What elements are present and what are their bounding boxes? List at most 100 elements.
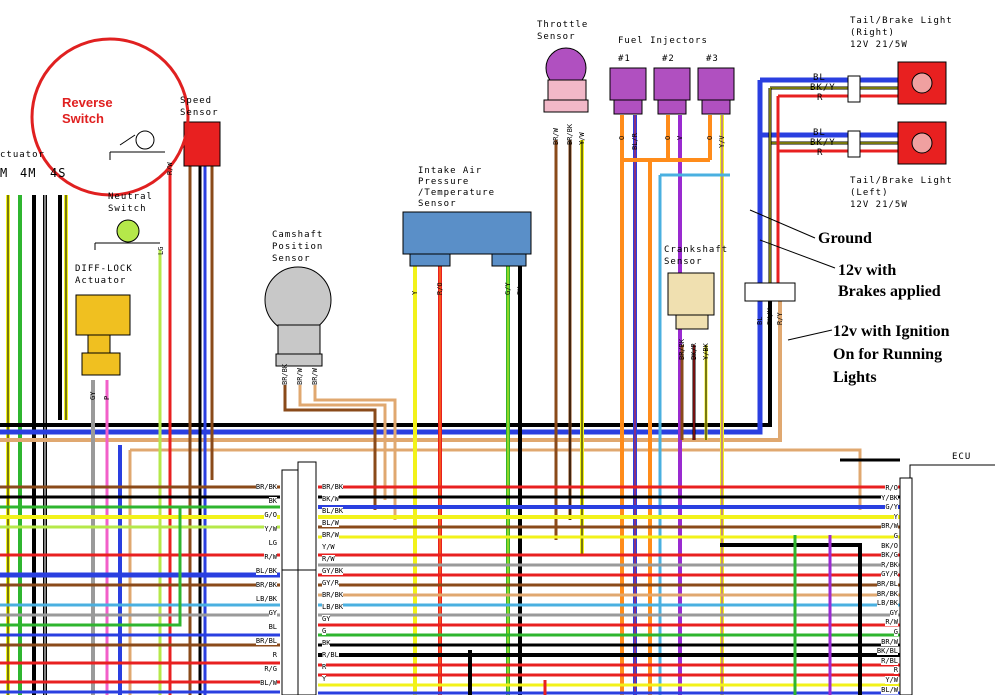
wire-label: GY/R bbox=[881, 570, 898, 579]
wire-label: BR/W bbox=[322, 531, 339, 539]
upper-center-wires bbox=[554, 115, 730, 695]
wire-label: BK bbox=[268, 497, 277, 505]
wire-label: BK bbox=[322, 639, 331, 647]
speed-sensor-body bbox=[183, 121, 221, 167]
wire-label: R bbox=[322, 663, 327, 671]
mode-m: M bbox=[0, 166, 9, 180]
wire-label: R/BL bbox=[881, 656, 898, 665]
wire-label: BK/BL bbox=[876, 647, 898, 656]
center-connector-block bbox=[297, 461, 317, 695]
intake-label-2: Pressure bbox=[418, 177, 470, 187]
injector-1-label: #1 bbox=[618, 54, 631, 64]
intake-wires bbox=[413, 265, 522, 695]
tail-right-line2: (Right) bbox=[850, 28, 895, 38]
wire-label: BK/O bbox=[881, 541, 898, 550]
wire-label: R bbox=[272, 651, 277, 659]
crankshaft-label-2: Sensor bbox=[664, 257, 703, 267]
left-connector-block bbox=[281, 469, 299, 695]
annotation-ground: Ground bbox=[818, 230, 872, 247]
annotation-ignition-2: On for Running bbox=[833, 346, 943, 363]
wire-label: G bbox=[893, 532, 898, 540]
wire-label: BR/BL bbox=[876, 580, 898, 588]
wire-label: GY bbox=[322, 615, 331, 623]
intake-sensor-body bbox=[402, 211, 532, 267]
wire-label: GY bbox=[268, 609, 277, 617]
tail-right-line3: 12V 21/5W bbox=[850, 40, 908, 50]
left-connector-rows bbox=[0, 485, 280, 694]
mode-4s: 4S bbox=[50, 166, 67, 180]
tail-left-line1: Tail/Brake Light bbox=[850, 176, 953, 186]
injector-2-label: #2 bbox=[662, 54, 675, 64]
tail-left-wire-r: R bbox=[817, 148, 824, 158]
tail-left-line2: (Left) bbox=[850, 188, 889, 198]
wire-label: R/O bbox=[885, 484, 898, 492]
tail-left-wire-bky: BK/Y bbox=[810, 138, 836, 148]
neutral-switch-label-1: Neutral bbox=[108, 192, 153, 202]
wire-label: BR/BK bbox=[322, 483, 344, 491]
wire-label: R/W bbox=[885, 618, 898, 627]
annotation-brakes-1: 12v with bbox=[838, 262, 897, 279]
neutral-switch-symbol bbox=[94, 219, 160, 250]
reverse-switch-symbol bbox=[109, 130, 165, 160]
wire-label: BR/BK bbox=[255, 581, 277, 589]
wire-label: R/W bbox=[322, 555, 335, 563]
wire-label: GY bbox=[889, 608, 898, 617]
neutral-switch-label-2: Switch bbox=[108, 204, 147, 214]
actuator-label: ctuator bbox=[0, 150, 45, 160]
actuator-wires bbox=[6, 195, 68, 695]
annotation-ignition-1: 12v with Ignition bbox=[833, 323, 950, 340]
rear-light-connector bbox=[744, 282, 796, 302]
diff-lock-body bbox=[75, 294, 131, 376]
wire-label: BR/BL bbox=[255, 637, 277, 645]
wire-label: BR/BK bbox=[322, 591, 344, 599]
wire-label: BR/BK bbox=[255, 483, 277, 491]
throttle-sensor-body bbox=[543, 47, 589, 113]
wire-label: Y bbox=[893, 512, 898, 521]
wire-label: BL/W bbox=[322, 519, 339, 527]
tail-right-wire-bl: BL bbox=[813, 73, 826, 83]
throttle-label-2: Sensor bbox=[537, 32, 576, 42]
tail-light-harness bbox=[757, 77, 900, 440]
tail-left-wire-bl: BL bbox=[813, 128, 826, 138]
intake-label-4: Sensor bbox=[418, 199, 457, 209]
ecu-label: ECU bbox=[952, 452, 972, 462]
wire-label: R/BK bbox=[881, 560, 898, 569]
wire-label: G bbox=[893, 628, 898, 636]
wire-label: LB/BK bbox=[255, 595, 277, 603]
tail-right-wire-bky: BK/Y bbox=[810, 83, 836, 93]
injector-1-body bbox=[609, 67, 647, 101]
speed-sensor-label-2: Sensor bbox=[180, 108, 219, 118]
wire-label: BL/W bbox=[881, 685, 898, 694]
camshaft-label-3: Sensor bbox=[272, 254, 311, 264]
wire-label: BR/W bbox=[881, 637, 898, 646]
wire-label: Y/W bbox=[264, 525, 277, 533]
wire-label: BR/BK bbox=[876, 589, 898, 598]
injector-2-body bbox=[653, 67, 691, 101]
wire-label: LB/BK bbox=[876, 599, 898, 608]
wire-label: Y bbox=[322, 675, 327, 683]
injector-3-label: #3 bbox=[706, 54, 719, 64]
wire-label: R/W bbox=[264, 553, 277, 561]
camshaft-sensor-body bbox=[264, 266, 332, 367]
crankshaft-wires bbox=[680, 345, 708, 440]
wire-label: GY/R bbox=[322, 579, 339, 587]
ecu-outline bbox=[909, 464, 995, 695]
wire-label: LB/BK bbox=[322, 603, 344, 611]
camshaft-label-2: Position bbox=[272, 242, 324, 252]
tail-right-line1: Tail/Brake Light bbox=[850, 16, 953, 26]
wire-label: BR/W bbox=[881, 522, 898, 531]
camshaft-wires bbox=[283, 385, 397, 520]
wire-label: BK/W bbox=[322, 495, 339, 503]
wire-label: Y/W bbox=[885, 676, 898, 684]
highlight-circle bbox=[30, 37, 190, 197]
wire-label: G bbox=[322, 627, 327, 635]
crankshaft-sensor-body bbox=[667, 272, 715, 330]
wire-label: LG bbox=[268, 539, 277, 547]
fuel-injectors-label: Fuel Injectors bbox=[618, 36, 708, 46]
crankshaft-label-1: Crankshaft bbox=[664, 245, 729, 255]
annotation-brakes-2: Brakes applied bbox=[838, 283, 941, 300]
wire-label: Y/BK bbox=[881, 493, 898, 502]
wire-label: R bbox=[893, 666, 898, 675]
ecu-connector bbox=[899, 477, 913, 695]
